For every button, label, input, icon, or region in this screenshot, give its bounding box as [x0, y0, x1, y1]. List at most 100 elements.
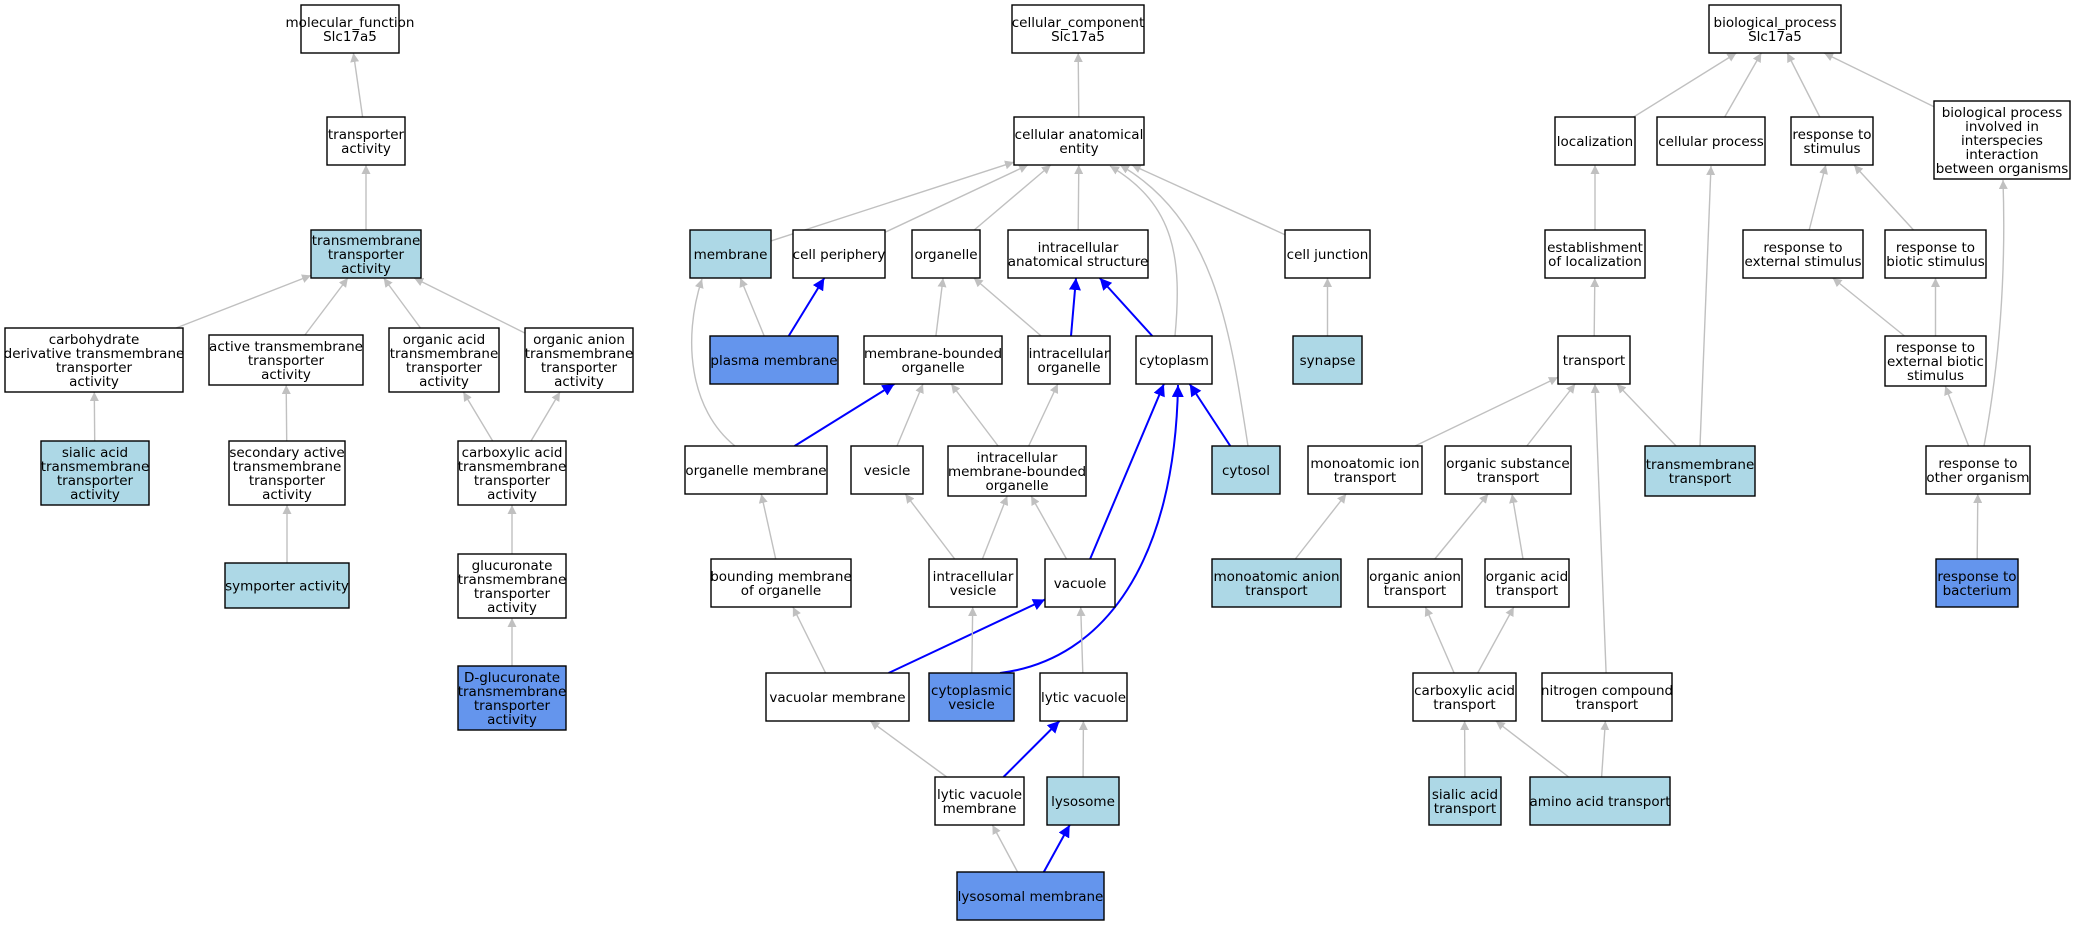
edge-nct-to-tr [1590, 383, 1607, 674]
edge-lm-to-lys [1042, 824, 1071, 873]
node-label-cper: cell periphery [793, 247, 886, 263]
edge-cdtta-to-tmta [175, 274, 312, 329]
node-label-lys: lysosome [1051, 794, 1115, 810]
node-box-io [1027, 335, 1111, 385]
edge-oant-to-ost [1434, 493, 1489, 560]
node-syn: synapse [1292, 335, 1363, 385]
edge-rts-to-bp [1786, 52, 1821, 118]
node-box-oact [1484, 558, 1570, 608]
node-box-oantta [524, 327, 634, 393]
node-box-gtta [457, 553, 567, 619]
node-box-vac [1044, 558, 1116, 608]
edge-tmt-to-tr [1616, 383, 1677, 447]
edge-io-to-ias [1068, 277, 1081, 337]
node-box-cj [1284, 229, 1371, 279]
edge-oantta-to-tmta [413, 277, 526, 334]
node-label-cj: cell junction [1287, 247, 1369, 263]
node-box-eol [1544, 229, 1646, 279]
node-box-mat [1211, 558, 1342, 608]
edge-cj-to-cae [1131, 164, 1286, 236]
node-sympa: symporter activity [224, 562, 350, 609]
node-memb: membrane [689, 229, 772, 279]
edge-layer [89, 52, 2008, 873]
node-loc: localization [1554, 116, 1636, 166]
edge-cyto-to-ias [1098, 277, 1154, 337]
node-box-sympa [224, 562, 350, 609]
edge-om-to-mbo [794, 383, 895, 447]
node-box-lv [1039, 672, 1128, 722]
edge-vac-to-imbo [1030, 495, 1068, 560]
edge-lvm-to-vm [869, 720, 948, 778]
node-box-cae [1013, 116, 1145, 166]
node-box-mf [300, 4, 400, 54]
node-box-tr [1557, 335, 1631, 385]
node-lm: lysosomal membrane [956, 871, 1105, 921]
node-box-satta [40, 440, 150, 506]
edge-cper-to-cae [884, 164, 1029, 233]
node-box-cdtta [4, 327, 184, 393]
node-box-mit [1307, 445, 1423, 495]
node-label-lv: lytic vacuole [1041, 690, 1126, 706]
edge-io-to-org [973, 277, 1042, 337]
edge-cp-to-bp [1724, 52, 1762, 118]
edge-cat-to-oant [1424, 606, 1455, 674]
node-label-vac: vacuole [1054, 576, 1107, 592]
node-box-om [684, 445, 828, 495]
node-box-bpii [1933, 100, 2071, 180]
edge-aat-to-nct [1600, 720, 1610, 778]
node-box-oant [1367, 558, 1463, 608]
node-label-pm: plasma membrane [710, 353, 837, 369]
edge-lvm-to-lv [1002, 720, 1061, 778]
node-box-ost [1444, 445, 1572, 495]
node-box-syn [1292, 335, 1363, 385]
node-label-cp: cellular process [1658, 134, 1764, 150]
node-box-lvm [934, 776, 1025, 826]
node-box-ves [850, 445, 924, 495]
node-label-cyto: cytoplasm [1139, 353, 1209, 369]
node-box-rtbs [1884, 229, 1987, 279]
node-box-org [911, 229, 981, 279]
node-box-lm [956, 871, 1105, 921]
edge-cv-to-cyto [999, 384, 1184, 674]
edge-mit-to-tr [1414, 376, 1559, 447]
node-box-rtes [1742, 229, 1864, 279]
node-box-cyto [1135, 335, 1213, 385]
node-box-oatta [388, 327, 500, 393]
node-box-tmta [310, 229, 422, 279]
node-label-ves: vesicle [864, 463, 911, 479]
edge-aat-to-cat [1495, 720, 1570, 778]
edge-rtes-to-rts [1808, 164, 1828, 231]
